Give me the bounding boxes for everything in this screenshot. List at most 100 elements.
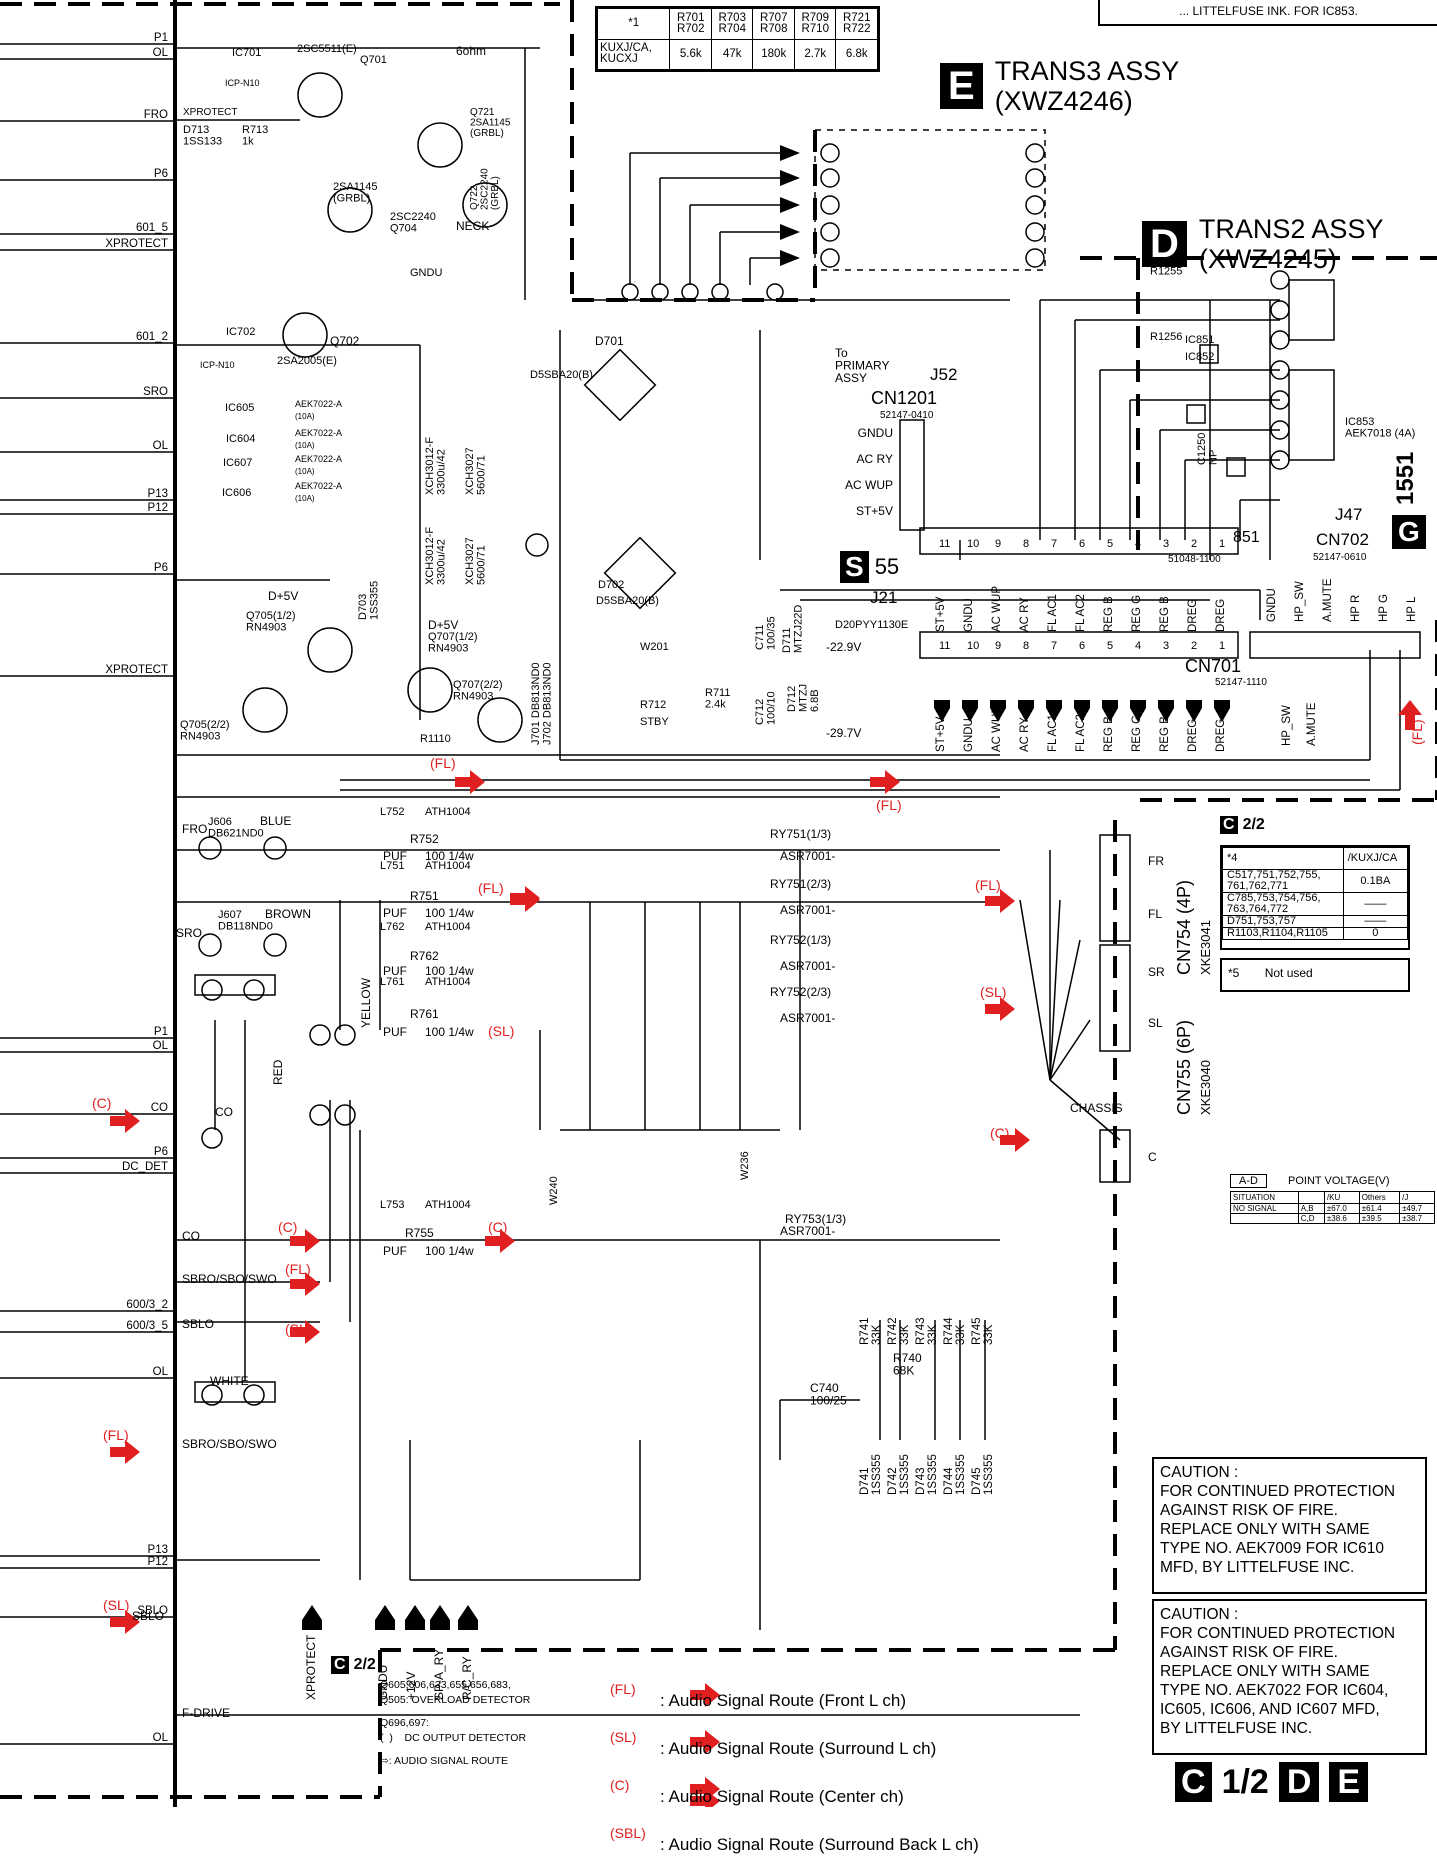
label-components-l753: L753: [380, 1199, 404, 1211]
label-components-q701: 2SC5511(E): [297, 43, 357, 55]
rail-label: P6: [154, 168, 168, 180]
res-label: R74433K: [943, 1317, 967, 1345]
route-tag: (C): [92, 1095, 111, 1111]
page-tags: C 1/2 D E: [1175, 1762, 1369, 1802]
res-label: R74533K: [971, 1318, 995, 1346]
note5-box: *5 Not used: [1220, 958, 1410, 992]
j21-name: D20PYY1130E: [835, 619, 908, 631]
cn701-pin-num: 11: [939, 640, 950, 652]
cn754-pin: FL: [1148, 907, 1162, 921]
legend-text: : Audio Signal Route (Surround Back L ch…: [660, 1835, 979, 1854]
label-components-r762: R762: [410, 949, 439, 963]
cn701-pin-num: 5: [1107, 640, 1113, 652]
voltage-cell: C,D: [1297, 1213, 1325, 1224]
dummy: J52: [634, 281, 636, 283]
voltage-tag: A-D: [1230, 1174, 1267, 1188]
legend-text: : Audio Signal Route (Front L ch): [660, 1691, 907, 1710]
white-label: WHITE: [210, 1374, 249, 1388]
label-components-sblo: SBLO: [182, 1317, 214, 1331]
cn755-pin: SR: [1148, 965, 1165, 979]
caution-title: CAUTION :: [1160, 1464, 1239, 1481]
cn755-part: XKE3040: [1198, 1060, 1213, 1115]
label-components-neck: NECK: [456, 219, 489, 233]
bottom-port-label: GNDU: [376, 1665, 390, 1700]
label-components-blue: BLUE: [260, 814, 291, 828]
cn701-pin-label-bottom: ST+5V: [935, 716, 947, 752]
cn851-pin-num: 4: [1135, 538, 1141, 550]
rail-label: XPROTECT: [105, 664, 168, 676]
j47-pin-label: HP L: [1406, 596, 1418, 622]
j52-part: 52147-0410: [880, 410, 934, 421]
res-label: R74333K: [915, 1318, 939, 1346]
label-components-l751: L751: [380, 860, 404, 872]
hp-sw-bottom: HP_SW: [1281, 705, 1293, 746]
label-components-r755: R755: [405, 1226, 434, 1240]
voltage-cell: NO SIGNAL: [1230, 1203, 1299, 1214]
fuse-rating-label: (10A): [295, 494, 315, 503]
j52-name: CN1201: [871, 388, 937, 408]
j47-part: 52147-0610: [1313, 552, 1367, 563]
asr-label: ASR7001-: [780, 849, 835, 863]
q705a-symbol: [307, 627, 353, 673]
c22-tag: C 2/2: [1220, 816, 1265, 834]
cn701-name: CN701: [1185, 656, 1241, 676]
cn701-pin-num: 9: [995, 640, 1001, 652]
cn701-part: 52147-1110: [1215, 677, 1267, 688]
trans2-letter: D: [1142, 221, 1187, 267]
res-table-col: R701 R702: [669, 8, 712, 40]
caution-box-1: CAUTION :FOR CONTINUED PROTECTION AGAINS…: [1152, 1457, 1427, 1594]
cn701-pin-label-bottom: DREG: [1187, 719, 1199, 752]
rail-label: P1: [154, 1026, 168, 1038]
bottom-note: Q605,606,633,655,656,683,: [380, 1679, 511, 1691]
kuxj-cell: R1103,R1104,R1105: [1222, 927, 1344, 940]
rail-label: 601_2: [136, 331, 168, 343]
rail-label: DC_DET: [122, 1161, 168, 1173]
cn701-pin-label-top: REG B: [1159, 596, 1171, 632]
trans2-terminals: [1186, 270, 1335, 477]
page-tag-d: D: [1278, 1762, 1320, 1802]
label-components-d703: D7031SS355: [357, 581, 381, 620]
res-table-col: R709 R710: [793, 8, 837, 40]
res-table-col: R721 R722: [835, 8, 878, 40]
cn755-name: CN755 (6P): [1174, 1020, 1194, 1115]
connector-blocks: [899, 419, 1421, 1183]
cn851-pin-num: 1: [1219, 538, 1225, 550]
label-components-q703: 2SA1145(GRBL): [333, 181, 377, 205]
label-components-l762: L762: [380, 921, 404, 933]
trans3-terminals: [621, 129, 1046, 301]
label-components-r712: R712: [640, 699, 666, 711]
voltage-cell: [1230, 1213, 1299, 1224]
fuse-rating-label: (10A): [295, 467, 315, 476]
label-components-q701_ref: Q701: [360, 54, 387, 66]
voltage-header: Others: [1358, 1191, 1401, 1204]
wiring: [175, 47, 1401, 1716]
cn701-pin-label-bottom: FL AC1: [1047, 714, 1059, 752]
fuse-rating-label: (10A): [295, 441, 315, 450]
label-components-d702: D702: [598, 579, 624, 591]
label-components-yellow: YELLOW: [359, 977, 373, 1028]
rail-label: P13: [148, 488, 168, 500]
rail-label: OL: [153, 440, 169, 452]
cn701-pin-label-top: AC WUP: [991, 586, 1003, 632]
res-table-value: 47k: [710, 38, 754, 70]
label-components-w236: W236: [739, 1151, 751, 1180]
cn701-pin-label-top: FL AC1: [1047, 594, 1059, 632]
rail-label: P6: [154, 562, 168, 574]
trans2-part: (XWZ4245): [1198, 244, 1337, 274]
label-components-fdrive: F-DRIVE: [182, 1706, 230, 1720]
c22b-sub: 2/2: [353, 1656, 376, 1673]
rail-label: 600/3_2: [126, 1299, 168, 1311]
bottom-note: Q696,697:: [380, 1717, 430, 1729]
label-components-sbro: SBRO/SBO/SWO: [182, 1272, 277, 1286]
c22-letter: C: [1220, 816, 1238, 834]
rail-label: SRO: [143, 386, 168, 398]
label-components-ohm: 6ohm: [456, 44, 486, 58]
cn701-pin-label-top: REG G: [1131, 595, 1143, 632]
page-tag-c-sub: 1/2: [1221, 1762, 1269, 1801]
label-components-w201: W201: [640, 641, 669, 653]
cn701-pin-label-top: DREG: [1187, 599, 1199, 632]
route-tag: (SL): [103, 1597, 129, 1613]
